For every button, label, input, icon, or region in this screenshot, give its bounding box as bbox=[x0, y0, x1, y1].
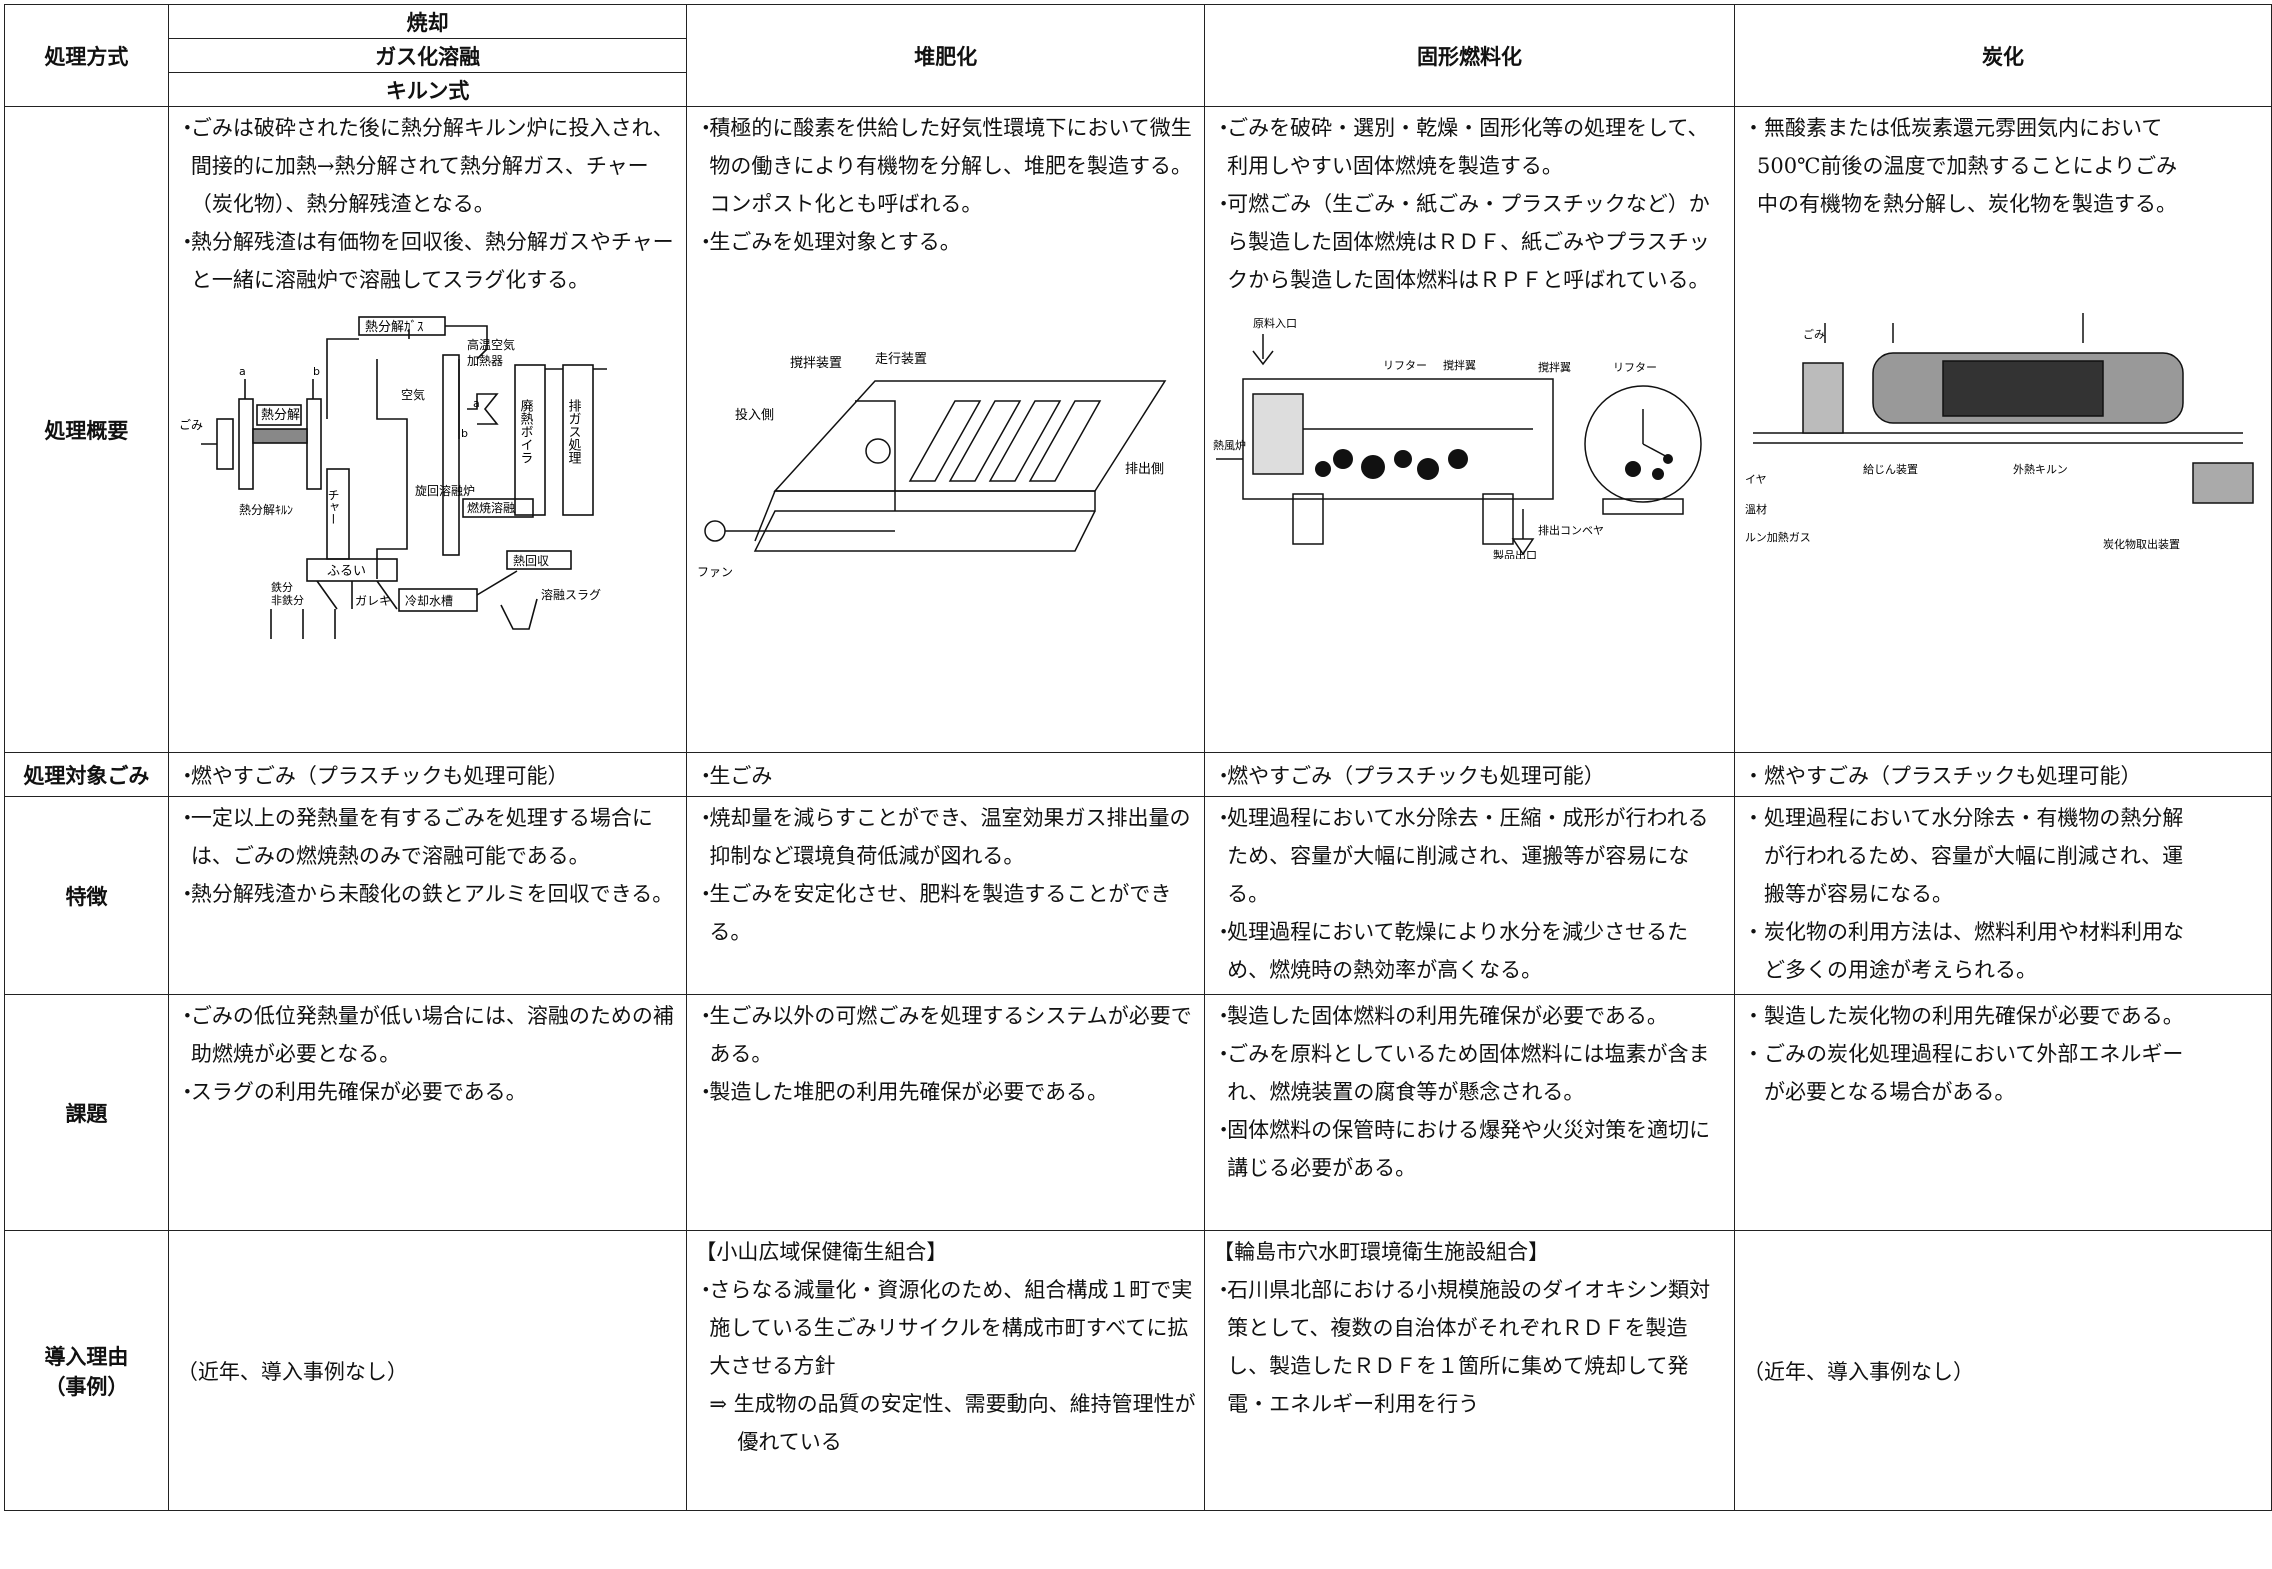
svg-text:旋回溶融炉: 旋回溶融炉 bbox=[415, 483, 475, 498]
reason-compost: 【小山広域保健衛生組合】 さらなる減量化・資源化のため、組合構成１町で実施してい… bbox=[686, 1230, 1206, 1511]
svg-text:外熱キルン: 外熱キルン bbox=[2013, 463, 2068, 476]
svg-text:高温空気: 高温空気 bbox=[467, 337, 515, 352]
svg-text:ガレキ: ガレキ bbox=[355, 594, 391, 608]
target-kiln: 燃やすごみ（プラスチックも処理可能） bbox=[167, 752, 688, 797]
svg-text:燃焼溶融: 燃焼溶融 bbox=[467, 500, 515, 515]
svg-text:ファン: ファン bbox=[697, 565, 733, 579]
svg-text:熱風炉: 熱風炉 bbox=[1213, 439, 1246, 452]
features-kiln: 一定以上の発熱量を有するごみを処理する場合には、ごみの燃焼熱のみで溶融可能である… bbox=[167, 796, 688, 995]
solid-fuel-diagram: 原料入口 リフター 撹拌翼 撹拌翼 リフター 熱風炉 排出コンベヤ 製品出口 bbox=[1213, 309, 1726, 571]
svg-text:排出側: 排出側 bbox=[1125, 462, 1164, 477]
reason-solid-fuel: 【輪島市穴水町環境衛生施設組合】 石川県北部における小規模施設のダイオキシン類対… bbox=[1204, 1230, 1735, 1511]
overview-kiln: ごみは破砕された後に熱分解キルン炉に投入され、間接的に加熱→熱分解されて熱分解ガ… bbox=[167, 106, 688, 753]
svg-text:熱分解ｷﾙﾝ: 熱分解ｷﾙﾝ bbox=[239, 503, 293, 517]
row-label-target: 処理対象ごみ bbox=[4, 752, 169, 797]
svg-text:炭化物取出装置: 炭化物取出装置 bbox=[2103, 537, 2180, 551]
features-carbonization: ・処理過程において水分除去・有機物の熱分解 が行われるため、容量が大幅に削減され… bbox=[1733, 796, 2272, 995]
svg-text:加熱器: 加熱器 bbox=[467, 354, 503, 368]
svg-text:撹拌装置: 撹拌装置 bbox=[790, 356, 842, 371]
issues-compost: 生ごみ以外の可燃ごみを処理するシステムが必要である。 製造した堆肥の利用先確保が… bbox=[686, 994, 1206, 1231]
overview-carbon-line: 中の有機物を熱分解し、炭化物を製造する。 bbox=[1756, 192, 2177, 216]
overview-kiln-item: 熱分解残渣は有価物を回収後、熱分解ガスやチャーと一緒に溶融炉で溶融してスラグ化す… bbox=[177, 223, 679, 299]
overview-compost-item: 積極的に酸素を供給した好気性環境下において微生物の働きにより有機物を分解し、堆肥… bbox=[695, 109, 1196, 223]
issues-kiln: ごみの低位発熱量が低い場合には、溶融のための補助燃焼が必要となる。 スラグの利用… bbox=[167, 994, 688, 1231]
svg-text:溶融スラグ: 溶融スラグ bbox=[541, 587, 601, 602]
header-compost: 堆肥化 bbox=[686, 4, 1206, 107]
target-carbonization: ・燃やすごみ（プラスチックも処理可能） bbox=[1733, 752, 2272, 797]
svg-text:b: b bbox=[461, 427, 468, 440]
svg-text:排出コンベヤ: 排出コンベヤ bbox=[1538, 523, 1604, 537]
header-incineration: 焼却 bbox=[167, 4, 688, 39]
header-method-label: 処理方式 bbox=[4, 4, 169, 107]
overview-carbon-line: ・無酸素または低炭素還元雰囲気内において bbox=[1742, 116, 2163, 140]
row-label-issues: 課題 bbox=[4, 994, 169, 1231]
overview-compost: 積極的に酸素を供給した好気性環境下において微生物の働きにより有機物を分解し、堆肥… bbox=[686, 106, 1206, 753]
target-solid-fuel: 燃やすごみ（プラスチックも処理可能） bbox=[1204, 752, 1735, 797]
svg-text:熱分解: 熱分解 bbox=[261, 408, 300, 423]
svg-text:リフター: リフター bbox=[1613, 361, 1657, 374]
overview-kiln-item: ごみは破砕された後に熱分解キルン炉に投入され、間接的に加熱→熱分解されて熱分解ガ… bbox=[177, 109, 679, 223]
svg-text:イヤ: イヤ bbox=[1745, 473, 1767, 486]
row-label-reason: 導入理由 （事例） bbox=[4, 1230, 169, 1511]
overview-fuel-item: 可燃ごみ（生ごみ・紙ごみ・プラスチックなど）から製造した固体燃焼はＲＤＦ、紙ごみ… bbox=[1213, 185, 1726, 299]
target-compost: 生ごみ bbox=[686, 752, 1206, 797]
svg-text:空気: 空気 bbox=[401, 387, 425, 402]
svg-text:熱回収: 熱回収 bbox=[513, 554, 549, 568]
kiln-process-diagram: 熱分解ｶﾞｽ 高温空気 加熱器 ごみ 熱分解 空気 a b a b 廃熱ボイラ … bbox=[177, 299, 679, 651]
svg-text:ごみ: ごみ bbox=[179, 417, 203, 432]
reason-carbonization: （近年、導入事例なし） bbox=[1733, 1230, 2272, 1511]
svg-text:非鉄分: 非鉄分 bbox=[271, 593, 304, 607]
row-label-features: 特徴 bbox=[4, 796, 169, 995]
header-solid-fuel: 固形燃料化 bbox=[1204, 4, 1735, 107]
svg-text:リフター: リフター bbox=[1383, 359, 1427, 372]
compost-diagram: 撹拌装置 走行装置 投入側 排出側 ファン bbox=[695, 341, 1196, 603]
overview-compost-item: 生ごみを処理対象とする。 bbox=[695, 223, 1196, 261]
svg-text:a: a bbox=[473, 397, 480, 410]
svg-text:溫材: 溫材 bbox=[1745, 502, 1767, 516]
carbonization-diagram: ごみ 給じん装置 外熱キルン 炭化物取出装置 イヤ 溫材 ルン加熱ガス bbox=[1743, 313, 2263, 565]
header-carbonization: 炭化 bbox=[1733, 4, 2272, 107]
features-solid-fuel: 処理過程において水分除去・圧縮・成形が行われるため、容量が大幅に削減され、運搬等… bbox=[1204, 796, 1735, 995]
svg-text:撹拌翼: 撹拌翼 bbox=[1443, 358, 1476, 372]
svg-text:走行装置: 走行装置 bbox=[875, 352, 927, 367]
features-compost: 焼却量を減らすことができ、温室効果ガス排出量の抑制など環境負荷低減が図れる。 生… bbox=[686, 796, 1206, 995]
reason-kiln: （近年、導入事例なし） bbox=[167, 1230, 688, 1511]
svg-text:撹拌翼: 撹拌翼 bbox=[1538, 360, 1571, 374]
svg-text:ルン加熱ガス: ルン加熱ガス bbox=[1745, 531, 1811, 544]
svg-text:投入側: 投入側 bbox=[735, 407, 774, 423]
overview-fuel-item: ごみを破砕・選別・乾燥・固形化等の処理をして、利用しやすい固体燃焼を製造する。 bbox=[1213, 109, 1726, 185]
row-label-overview: 処理概要 bbox=[4, 106, 169, 753]
issues-carbonization: ・製造した炭化物の利用先確保が必要である。 ・ごみの炭化処理過程において外部エネ… bbox=[1733, 994, 2272, 1231]
svg-text:ごみ: ごみ bbox=[1803, 327, 1825, 341]
svg-text:冷却水槽: 冷却水槽 bbox=[405, 594, 453, 608]
issues-solid-fuel: 製造した固体燃料の利用先確保が必要である。 ごみを原料としているため固体燃料には… bbox=[1204, 994, 1735, 1231]
header-kiln: キルン式 bbox=[167, 72, 688, 107]
svg-text:原料入口: 原料入口 bbox=[1253, 316, 1297, 330]
svg-text:熱分解ｶﾞｽ: 熱分解ｶﾞｽ bbox=[365, 320, 424, 335]
comparison-table: 処理方式 焼却 堆肥化 固形燃料化 炭化 ガス化溶融 キルン式 処理概要 ごみは… bbox=[4, 4, 2272, 1511]
svg-text:チャー: チャー bbox=[326, 489, 340, 525]
overview-carbon-line: 500℃前後の温度で加熱することによりごみ bbox=[1756, 154, 2178, 178]
svg-text:a: a bbox=[239, 365, 246, 378]
svg-text:廃熱ボイラ: 廃熱ボイラ bbox=[517, 398, 533, 464]
svg-text:b: b bbox=[313, 365, 320, 378]
svg-text:ふるい: ふるい bbox=[327, 564, 366, 579]
svg-text:鉄分: 鉄分 bbox=[271, 580, 293, 594]
svg-text:給じん装置: 給じん装置 bbox=[1863, 462, 1918, 476]
header-gasification: ガス化溶融 bbox=[167, 38, 688, 73]
svg-text:製品出口: 製品出口 bbox=[1493, 548, 1537, 559]
overview-solid-fuel: ごみを破砕・選別・乾燥・固形化等の処理をして、利用しやすい固体燃焼を製造する。 … bbox=[1204, 106, 1735, 753]
overview-carbonization: ・無酸素または低炭素還元雰囲気内において 500℃前後の温度で加熱することにより… bbox=[1733, 106, 2272, 753]
kiln-diagram-svg: 熱分解ｶﾞｽ 高温空気 加熱器 ごみ 熱分解 空気 a b a b 廃熱ボイラ … bbox=[179, 316, 607, 650]
svg-text:排ガス処理: 排ガス処理 bbox=[565, 399, 581, 464]
